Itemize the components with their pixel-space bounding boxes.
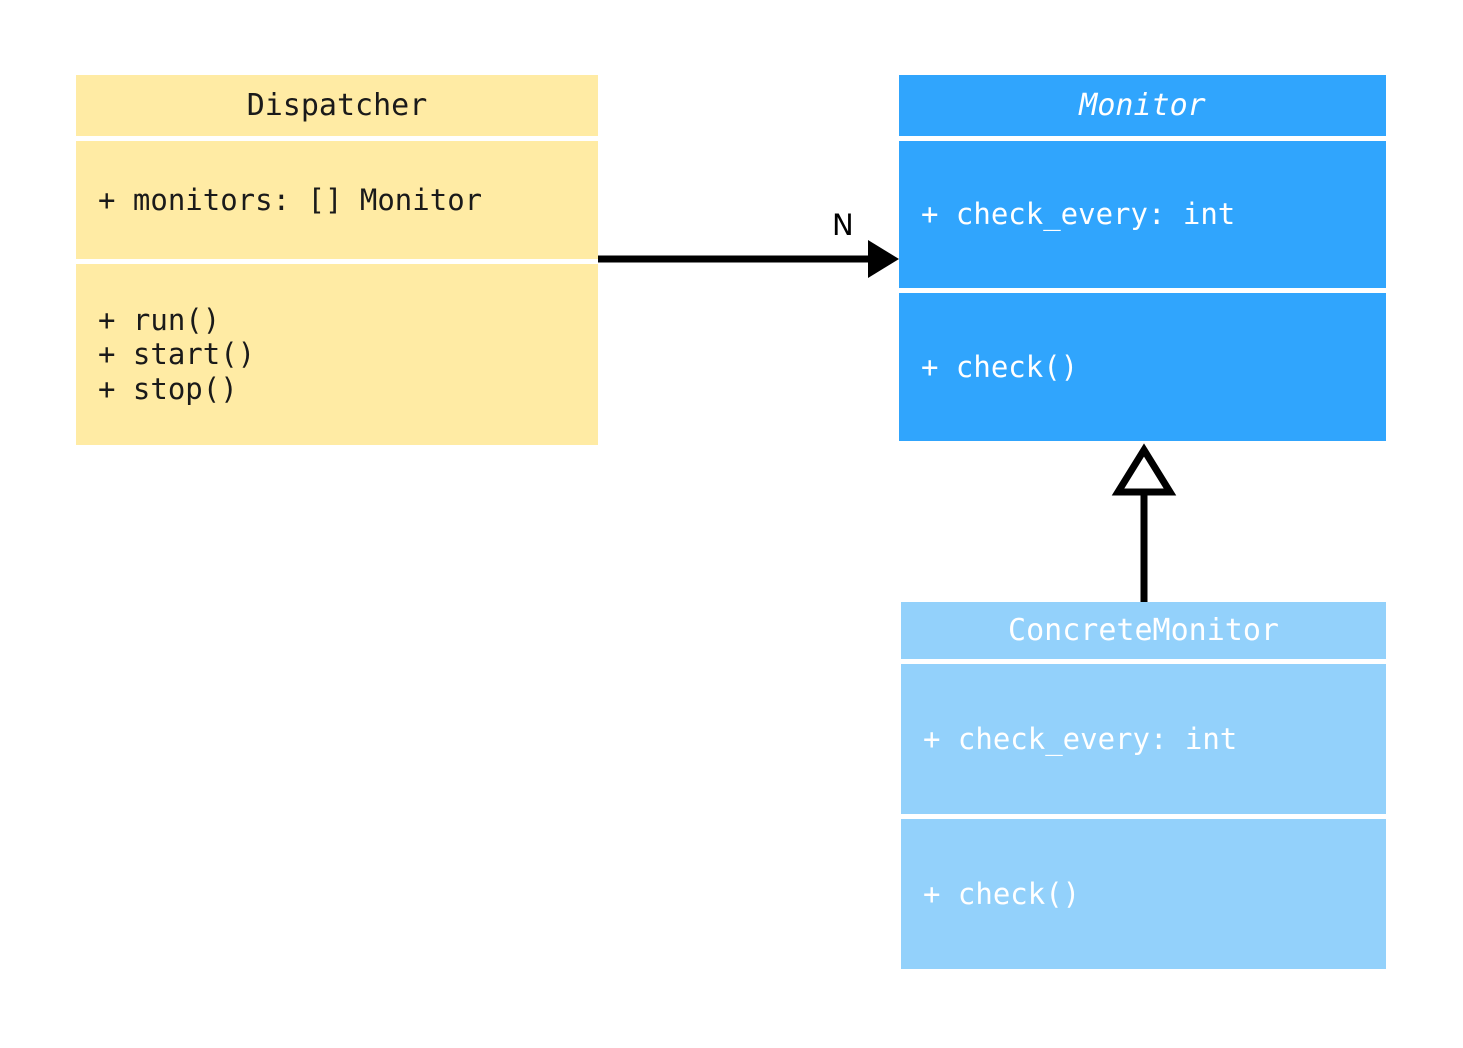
class-title-compartment-concrete-monitor: ConcreteMonitor	[901, 602, 1386, 659]
class-attributes-compartment-concrete-monitor: + check_every: int	[901, 664, 1386, 814]
generalization-concrete-monitor-to-monitor	[1111, 443, 1177, 602]
class-methods-compartment-concrete-monitor: + check()	[901, 819, 1386, 969]
association-multiplicity-label: N	[832, 208, 854, 242]
class-title-compartment-dispatcher: Dispatcher	[76, 75, 598, 136]
class-box-monitor[interactable]: Monitor + check_every: int + check()	[899, 75, 1386, 441]
class-method: + start()	[98, 337, 256, 372]
class-attributes-compartment-monitor: + check_every: int	[899, 141, 1386, 288]
compartment-divider	[899, 136, 1386, 141]
filled-arrowhead-icon	[868, 240, 899, 278]
class-method: + stop()	[98, 371, 238, 406]
class-attribute: + check_every: int	[923, 721, 1238, 756]
compartment-divider	[76, 136, 598, 141]
class-attributes-compartment-dispatcher: + monitors: [] Monitor	[76, 141, 598, 259]
class-name-dispatcher: Dispatcher	[246, 88, 428, 123]
class-name-monitor: Monitor	[1079, 88, 1206, 123]
class-methods-compartment-dispatcher: + run() + start() + stop()	[76, 264, 598, 445]
class-method: + check()	[921, 349, 1079, 384]
class-name-concrete-monitor: ConcreteMonitor	[1008, 613, 1279, 648]
class-attribute: + monitors: [] Monitor	[98, 182, 483, 217]
compartment-divider	[901, 659, 1386, 664]
compartment-divider	[901, 814, 1386, 819]
class-box-dispatcher[interactable]: Dispatcher + monitors: [] Monitor + run(…	[76, 75, 598, 445]
hollow-triangle-arrowhead-icon	[1111, 443, 1177, 496]
class-box-concrete-monitor[interactable]: ConcreteMonitor + check_every: int + che…	[901, 602, 1386, 969]
class-method: + check()	[923, 876, 1081, 911]
class-title-compartment-monitor: Monitor	[899, 75, 1386, 136]
association-dispatcher-to-monitor	[598, 240, 899, 278]
class-methods-compartment-monitor: + check()	[899, 293, 1386, 441]
class-method: + run()	[98, 303, 221, 338]
compartment-divider	[899, 288, 1386, 293]
compartment-divider	[76, 259, 598, 264]
class-attribute: + check_every: int	[921, 197, 1236, 232]
